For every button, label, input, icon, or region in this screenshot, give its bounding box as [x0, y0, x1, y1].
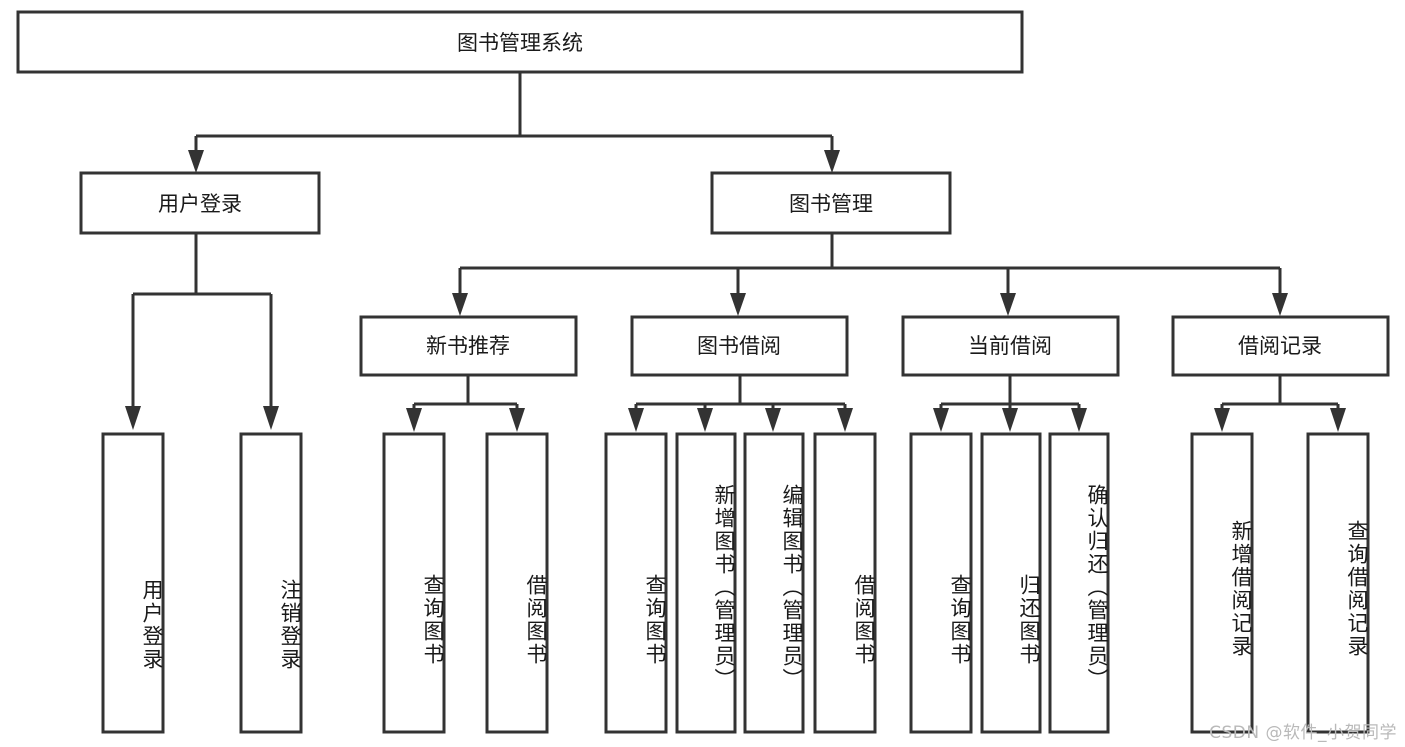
connector-group-current-borrow [933, 375, 1087, 432]
node-new-book-recommend-label: 新书推荐 [426, 334, 510, 358]
connector-group-user-login [125, 233, 279, 430]
arrow-head-leaf-query-book-3 [933, 408, 949, 432]
connector-group-book-manage [452, 233, 1288, 316]
arrow-head-leaf-borrow-book-2 [837, 408, 853, 432]
node-borrow-record-label: 借阅记录 [1238, 334, 1322, 358]
arrow-head-leaf-query-book-1 [406, 408, 422, 432]
arrow-head-book-manage [824, 150, 840, 173]
leaf-box-user-logout[interactable] [239, 432, 303, 734]
leaf-box-query-book-1[interactable] [382, 432, 446, 734]
leaf-box-add-book[interactable] [675, 432, 737, 734]
arrow-head-borrow-record [1272, 293, 1288, 316]
leaf-box-confirm-return[interactable] [1048, 432, 1110, 734]
node-book-manage-box[interactable] [710, 171, 952, 235]
node-current-borrow-label: 当前借阅 [968, 334, 1052, 358]
node-borrow-record[interactable]: 借阅记录 [1171, 315, 1390, 377]
leaf-box-user-login[interactable] [101, 432, 165, 734]
arrow-head-book-borrow [730, 293, 746, 316]
node-book-manage-label: 图书管理 [789, 192, 873, 216]
leaf-box-query-record[interactable] [1306, 432, 1370, 734]
leaf-box-return-book[interactable] [980, 432, 1042, 734]
node-book-borrow-label: 图书借阅 [697, 334, 781, 358]
arrow-head-leaf-add-record [1214, 408, 1230, 432]
leaf-box-query-book-3[interactable] [909, 432, 973, 734]
leaf-box-borrow-book-1[interactable] [485, 432, 549, 734]
node-new-book-recommend-box[interactable] [359, 315, 578, 377]
node-root-label: 图书管理系统 [457, 31, 583, 55]
node-user-login-box[interactable] [79, 171, 321, 235]
connector-group-book-borrow [628, 375, 853, 432]
arrow-head-new-book-recommend [452, 293, 468, 316]
arrow-head-leaf-confirm-return [1071, 408, 1087, 432]
node-borrow-record-box[interactable] [1171, 315, 1390, 377]
node-user-login-label: 用户登录 [158, 192, 242, 216]
node-book-manage[interactable]: 图书管理 [710, 171, 952, 235]
leaf-box-add-record[interactable] [1190, 432, 1254, 734]
arrow-head-leaf-edit-book [765, 408, 781, 432]
leaf-box-query-book-2[interactable] [604, 432, 668, 734]
node-user-login[interactable]: 用户登录 [79, 171, 321, 235]
arrow-head-leaf-return-book [1002, 408, 1018, 432]
node-book-borrow-box[interactable] [630, 315, 849, 377]
arrow-head-leaf-user-logout [263, 406, 279, 430]
node-current-borrow-box[interactable] [901, 315, 1120, 377]
arrow-head-user-login [188, 150, 204, 173]
node-new-book-recommend[interactable]: 新书推荐 [359, 315, 578, 377]
leaf-box-borrow-book-2[interactable] [813, 432, 877, 734]
arrow-head-leaf-borrow-book-1 [509, 408, 525, 432]
node-root[interactable]: 图书管理系统 [16, 10, 1024, 74]
node-book-borrow[interactable]: 图书借阅 [630, 315, 849, 377]
arrow-head-leaf-user-login [125, 406, 141, 430]
arrow-head-leaf-add-book [697, 408, 713, 432]
node-root-box[interactable] [16, 10, 1024, 74]
connector-group-borrow-record [1214, 375, 1346, 432]
leaf-box-edit-book[interactable] [743, 432, 805, 734]
arrow-head-leaf-query-record [1330, 408, 1346, 432]
connector-group-new-book-recommend [406, 375, 525, 432]
arrow-head-leaf-query-book-2 [628, 408, 644, 432]
csdn-watermark: CSDN @软件_小贺同学 [1209, 723, 1397, 743]
arrow-head-current-borrow [1000, 293, 1016, 316]
node-current-borrow[interactable]: 当前借阅 [901, 315, 1120, 377]
connector-group-root [188, 72, 840, 173]
